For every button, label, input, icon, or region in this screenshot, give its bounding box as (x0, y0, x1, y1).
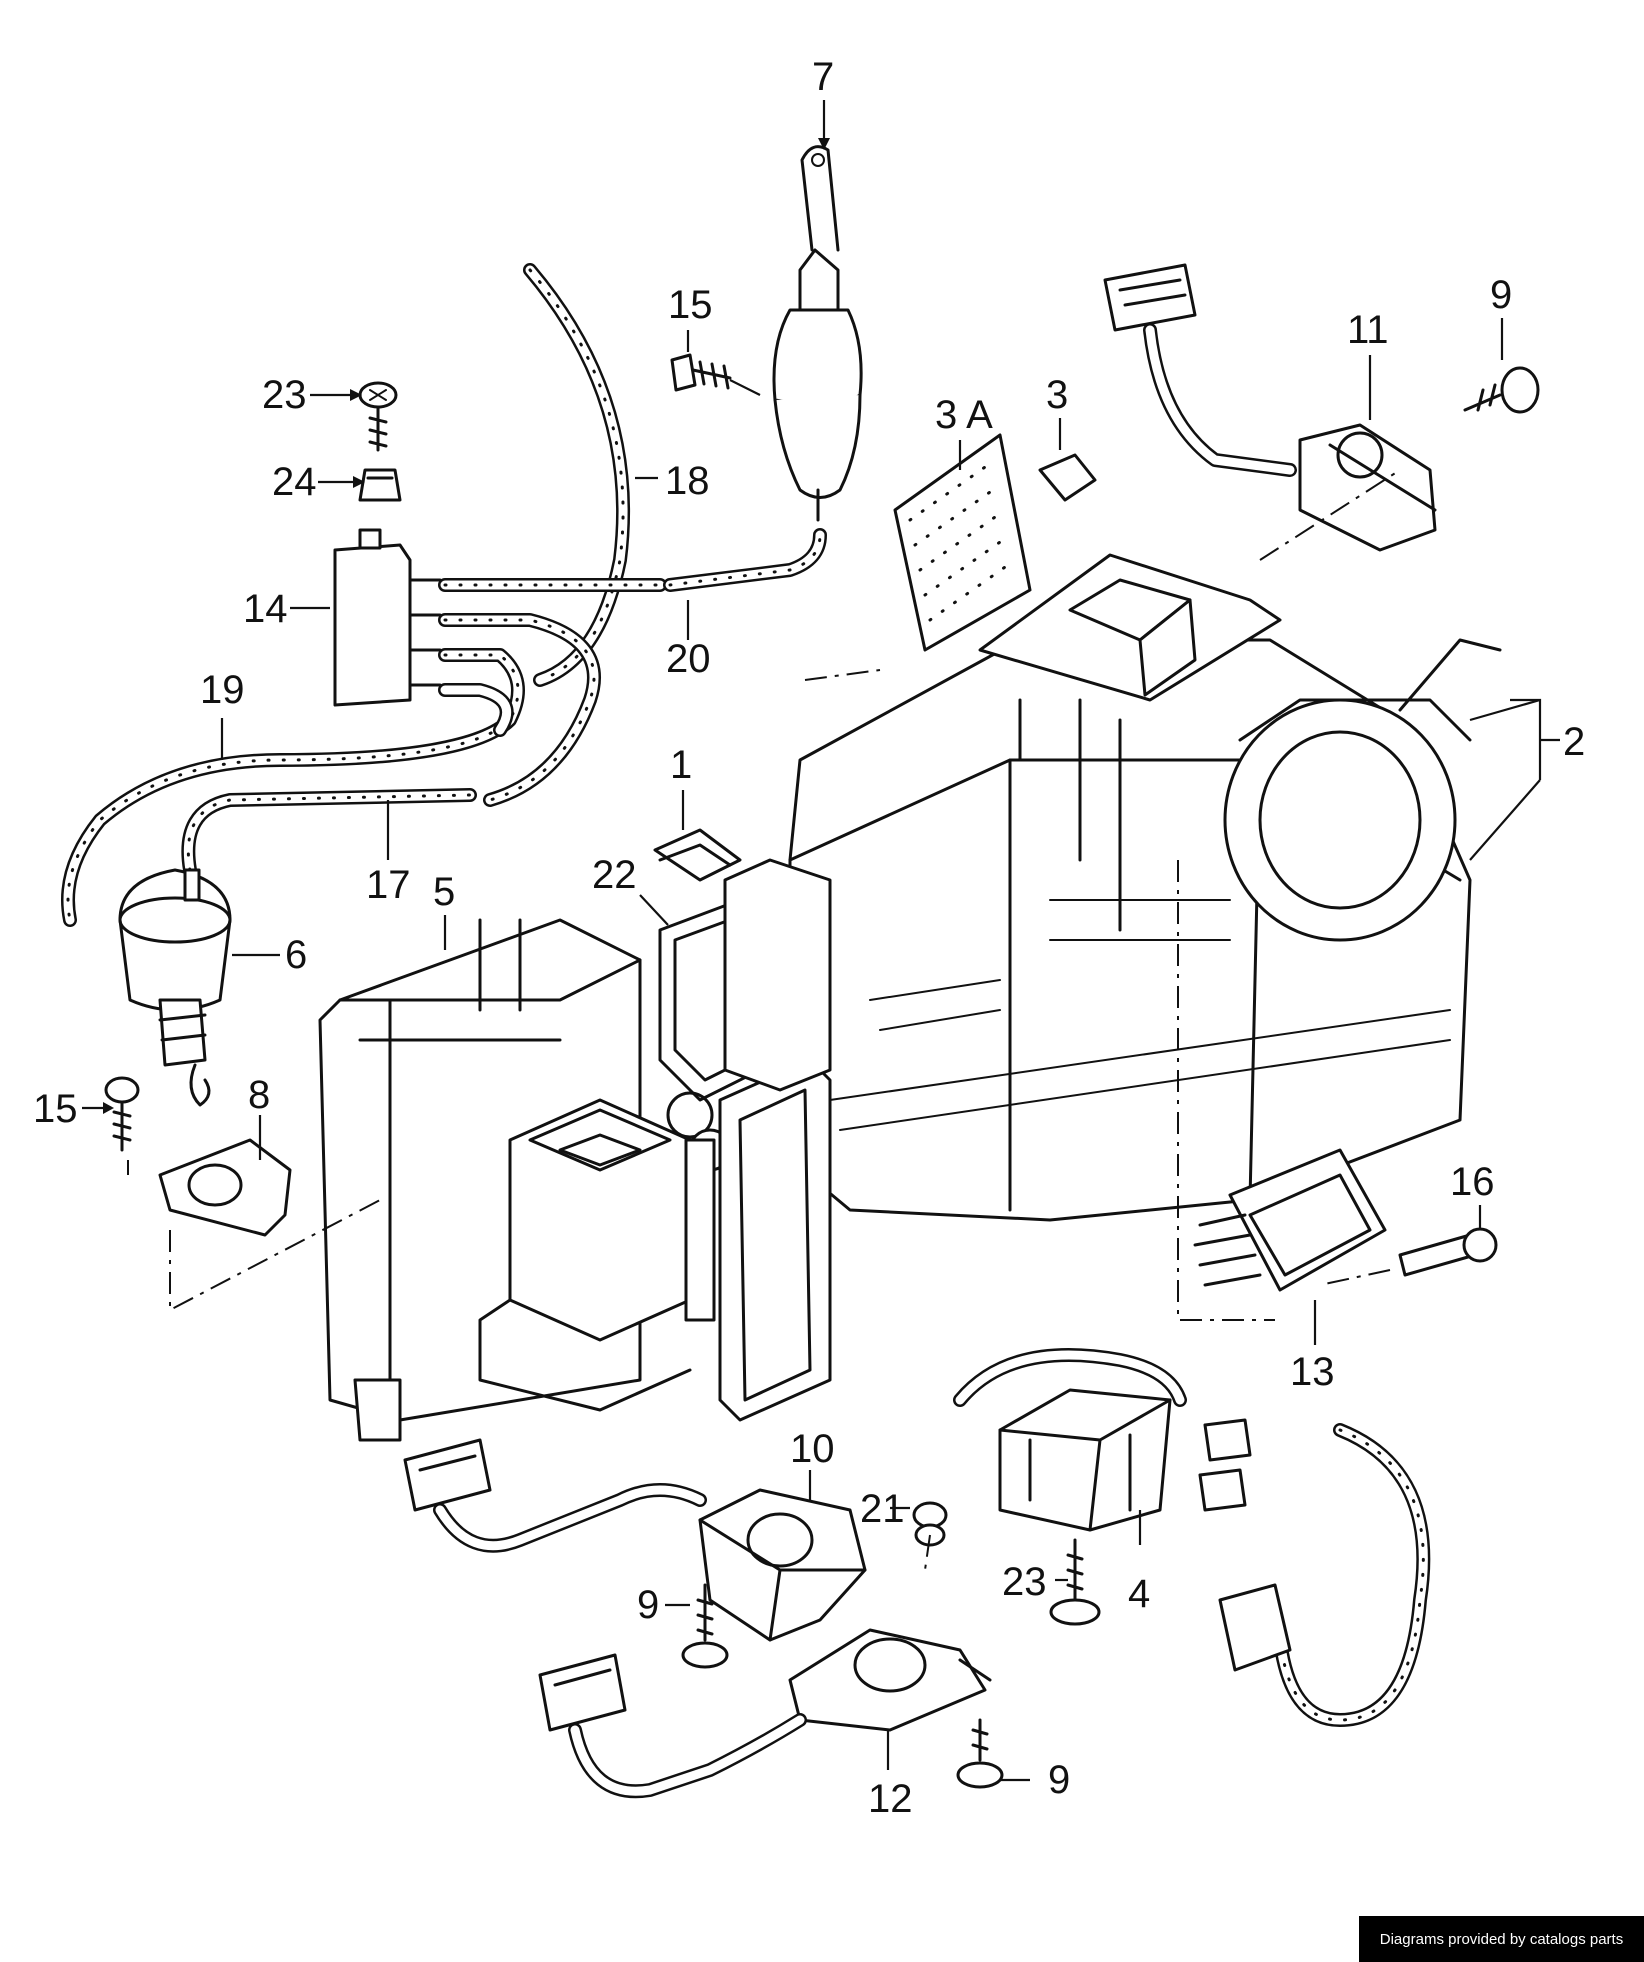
screw-part-9-middle (681, 1583, 729, 1669)
callout-15-top: 15 (668, 283, 713, 327)
connector-part-11 (1103, 263, 1197, 332)
callout-22: 22 (592, 853, 637, 897)
housing-part-2 (788, 638, 1502, 1222)
callout-1: 1 (670, 743, 692, 787)
callout-11: 11 (1347, 308, 1389, 352)
seal-part-1 (653, 828, 742, 882)
callout-12: 12 (868, 1777, 913, 1821)
callout-4: 4 (1128, 1572, 1150, 1616)
clip-part-24 (358, 468, 402, 502)
servo-part-10 (698, 1488, 867, 1642)
blower-box (478, 1091, 732, 1412)
bracket-part-8 (158, 1138, 292, 1237)
door-frame (718, 858, 832, 1422)
servo-motor-part-11 (1298, 423, 1437, 552)
callout-3: 3 (1046, 373, 1068, 417)
screw-part-16 (1398, 1227, 1498, 1277)
screw-part-23-top (358, 381, 398, 452)
callout-16: 16 (1450, 1160, 1495, 1204)
vacuum-hoses (61, 263, 1431, 1727)
callout-21: 21 (860, 1487, 905, 1531)
screw-part-15-top (670, 353, 732, 392)
servo-part-12 (788, 1628, 992, 1732)
callout-20: 20 (666, 637, 711, 681)
callout-14: 14 (243, 587, 288, 631)
credit-badge: Diagrams provided by catalogs parts (1359, 1916, 1644, 1962)
screw-part-15-left (104, 1076, 140, 1152)
connector-left (403, 1438, 492, 1512)
callout-9-top: 9 (1490, 273, 1512, 317)
connector-bottom-left (538, 1653, 627, 1732)
callout-6: 6 (285, 933, 307, 977)
air-inlet-duct (978, 553, 1282, 932)
callout-9-bottom: 9 (1048, 1758, 1070, 1802)
callout-23-bottom: 23 (1002, 1560, 1047, 1604)
callout-23-top: 23 (262, 373, 307, 417)
callout-3a: 3 A (935, 393, 993, 437)
resistor-part-13 (1193, 1148, 1387, 1292)
callout-24: 24 (272, 460, 317, 504)
vacuum-valve-part-14 (333, 528, 442, 707)
connector-right (1198, 1418, 1292, 1672)
alignment-lines (127, 469, 1401, 1571)
callout-leaders (82, 100, 1560, 1782)
callout-13: 13 (1290, 1350, 1335, 1394)
screw-part-23-bottom (1049, 1538, 1101, 1626)
screw-part-9-top (1463, 366, 1540, 414)
grommet-part-3 (1038, 453, 1097, 502)
filter-part-3a (893, 433, 1032, 652)
callout-8: 8 (248, 1073, 270, 1117)
callout-18: 18 (665, 459, 710, 503)
callout-9-middle: 9 (637, 1583, 659, 1627)
callout-19: 19 (200, 668, 245, 712)
callout-15-left: 15 (33, 1087, 78, 1131)
callout-5: 5 (433, 870, 455, 914)
callout-7: 7 (812, 55, 834, 99)
callout-numbers: 7 15 23 24 18 14 20 19 17 1 5 22 6 8 15 … (33, 55, 1585, 1821)
servo-part-4 (953, 1348, 1187, 1532)
callout-10: 10 (790, 1427, 835, 1471)
callout-2: 2 (1563, 720, 1585, 764)
callout-17: 17 (366, 863, 411, 907)
control-cable-part-7 (772, 145, 863, 522)
vacuum-actuator-part-6 (118, 868, 232, 1107)
screw-part-9-bottom (956, 1718, 1004, 1789)
